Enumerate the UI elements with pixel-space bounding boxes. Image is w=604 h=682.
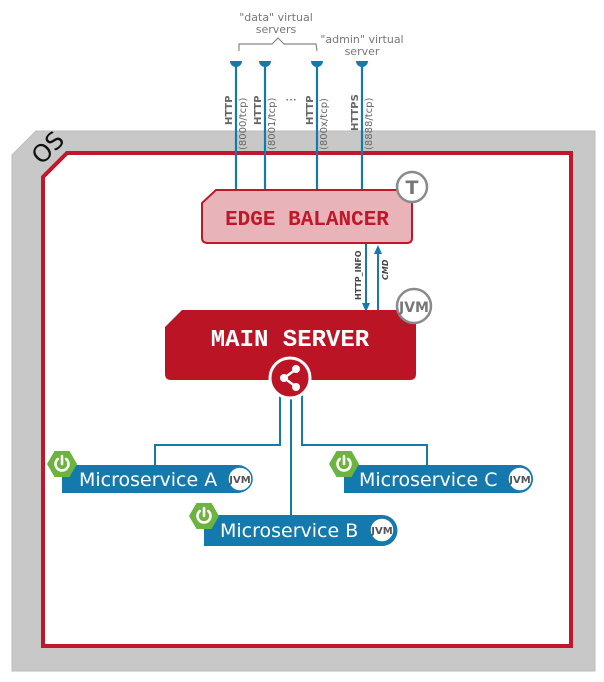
share-icon	[268, 356, 312, 400]
edge-balancer: EDGE BALANCER T	[201, 170, 429, 244]
jvm-badge: JVM	[395, 287, 433, 325]
port-number: (800x/tcp)	[319, 98, 330, 150]
edge-main-links: HTTP_INFO CMD	[354, 244, 390, 312]
main-server: MAIN SERVER JVM	[165, 287, 433, 380]
port-connector-icon	[311, 61, 323, 67]
microservice-c-label: Microservice C	[359, 469, 498, 491]
jvm-badge-label: JVM	[508, 475, 530, 486]
cmd-label: CMD	[381, 259, 390, 280]
jvm-badge	[227, 466, 253, 492]
port-connector-icon	[230, 61, 242, 67]
port-number: (8001/tcp)	[267, 98, 278, 150]
admin-group-label-line1: "admin" virtual	[320, 33, 403, 46]
port-connector-icon	[356, 61, 368, 67]
arrow-down-icon	[362, 303, 370, 312]
data-group-label-line2: servers	[256, 23, 297, 36]
data-servers-annotation: "data" virtual servers	[238, 11, 318, 52]
arrow-up-icon	[374, 245, 382, 254]
http-info-label: HTTP_INFO	[354, 250, 363, 300]
port-protocol: HTTP	[253, 95, 264, 125]
data-group-brace	[238, 37, 318, 52]
spring-power-icon	[47, 451, 77, 477]
jvm-badge	[507, 466, 533, 492]
jvm-badge-label: JVM	[370, 526, 392, 537]
port-connector-icon	[259, 61, 271, 67]
port-lines	[230, 61, 368, 190]
port-number: (8888/tcp)	[364, 98, 375, 150]
ellipsis: ···	[285, 93, 296, 107]
port-number: (8000/tcp)	[238, 98, 249, 150]
edge-balancer-label: EDGE BALANCER	[225, 209, 389, 232]
main-server-label: MAIN SERVER	[211, 327, 370, 354]
jvm-badge-label: JVM	[228, 475, 250, 486]
port-protocol: HTTP	[305, 95, 316, 125]
microservice-c: Microservice C JVM	[329, 451, 533, 493]
container-box	[41, 151, 573, 648]
spring-power-icon	[189, 503, 219, 529]
microservice-a-label: Microservice A	[79, 469, 217, 491]
microservice-a: Microservice A JVM	[47, 451, 253, 493]
jvm-badge	[369, 517, 395, 543]
spring-power-icon	[329, 451, 359, 477]
microservice-b: Microservice B JVM	[189, 503, 398, 546]
port-labels: HTTP (8000/tcp) HTTP (8001/tcp) HTTP (80…	[224, 93, 375, 150]
port-protocol: HTTPS	[350, 94, 361, 131]
tomcat-badge-label: T	[406, 177, 419, 199]
admin-server-annotation: "admin" virtual server	[320, 33, 403, 58]
microservice-links	[154, 395, 428, 515]
microservice-b-label: Microservice B	[220, 520, 358, 542]
admin-group-label-line2: server	[345, 45, 380, 58]
data-group-label-line1: "data" virtual	[239, 11, 313, 24]
tomcat-badge: T	[395, 170, 429, 204]
jvm-badge-label: JVM	[398, 300, 429, 316]
port-protocol: HTTP	[224, 95, 235, 125]
